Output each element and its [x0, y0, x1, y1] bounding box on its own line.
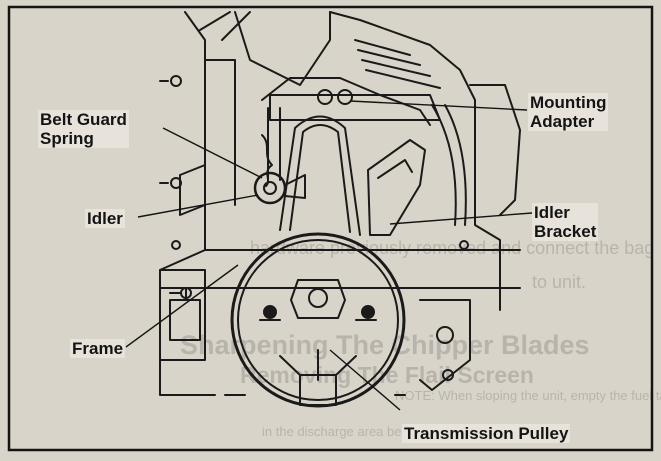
v-belt — [279, 115, 361, 236]
bleed-through-heading-2: Removing The Flail Screen — [240, 362, 534, 388]
cooling-fins — [354, 39, 441, 89]
label-idler: Idler — [85, 209, 125, 228]
leader-transmission-pulley — [329, 349, 401, 411]
leader-frame — [125, 264, 239, 348]
left-lower-box — [159, 269, 206, 361]
right-curved-shield — [431, 104, 457, 226]
idler-arm — [284, 174, 306, 199]
bleed-through-heading-1: Sharpening The Chipper Blades — [180, 330, 590, 360]
right-lower-bracket — [419, 299, 471, 391]
bleed-through-text-3: NOTE: When sloping the unit, empty the f… — [395, 388, 661, 403]
leader-idler — [137, 194, 259, 218]
label-frame: Frame — [70, 339, 126, 358]
bolt-left-lower — [170, 177, 182, 189]
left-frame-outline — [159, 11, 216, 396]
bolt-left-upper — [170, 75, 182, 87]
upper-hopper — [234, 11, 331, 86]
idler-bracket — [367, 139, 426, 236]
left-tube — [199, 11, 251, 41]
belt-guard-spring — [261, 134, 273, 187]
label-mounting-adapter: Mounting Adapter — [528, 93, 609, 131]
label-belt-guard-spring: Belt Guard Spring — [38, 110, 129, 148]
lower-bracket — [279, 355, 357, 376]
leader-idler-bracket — [389, 212, 533, 225]
right-engine-block — [469, 84, 521, 216]
label-transmission-pulley: Transmission Pulley — [402, 424, 571, 443]
right-housing — [329, 11, 501, 311]
leader-mounting-adapter — [349, 100, 528, 111]
figure-border — [7, 5, 654, 452]
bleed-through-text-2: to unit. — [532, 272, 587, 292]
belt-guard — [261, 77, 431, 126]
leader-belt-guard-spring — [162, 127, 263, 179]
bleed-through-text-1: hardware previously removed and connect … — [250, 238, 655, 258]
idler-pulley — [253, 171, 287, 205]
label-idler-bracket: Idler Bracket — [532, 203, 599, 241]
pulley-hub — [290, 279, 346, 319]
mounting-adapter-plate — [269, 94, 441, 121]
left-frame-inner — [204, 59, 236, 206]
